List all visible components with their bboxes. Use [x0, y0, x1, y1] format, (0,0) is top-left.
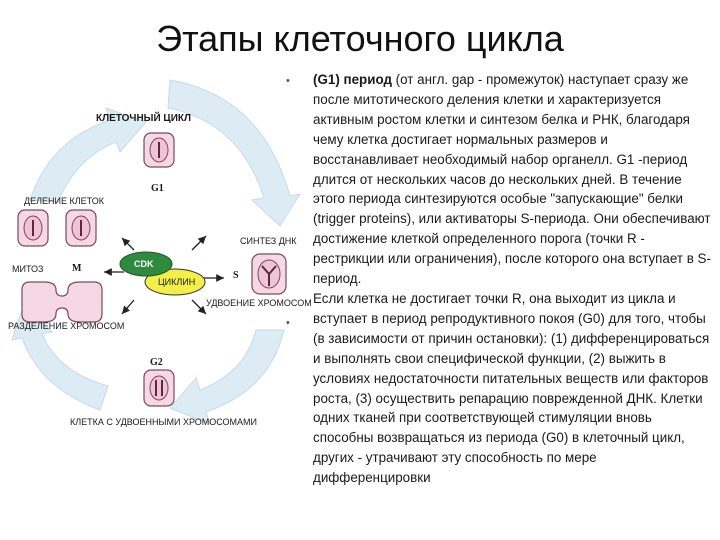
control-arrow-s [191, 235, 207, 251]
cyclin-label: ЦИКЛИН [158, 277, 195, 287]
doubled-chromosomes-cell-label: КЛЕТКА С УДВОЕННЫМИ ХРОМОСОМАМИ [70, 417, 257, 427]
cycle-title-label: КЛЕТОЧНЫЙ ЦИКЛ [96, 111, 191, 124]
mitosis-label: МИТОЗ [12, 264, 44, 274]
bullet-2: • [286, 317, 290, 329]
g1-description: (от англ. gap - промежуток) наступает ср… [313, 72, 711, 287]
phase-m-label: M [72, 263, 82, 274]
cell-division [17, 209, 49, 247]
phase-g2-label: G2 [150, 357, 163, 368]
cyclin-complex: CDK ЦИКЛИН [119, 251, 206, 296]
cell-cycle-diagram: КЛЕТОЧНЫЙ ЦИКЛ ДЕЛЕНИЕ КЛЕТОК МИТОЗ M РА… [8, 75, 312, 427]
control-arrow-m [121, 237, 135, 251]
cell-division-label: ДЕЛЕНИЕ КЛЕТОК [24, 196, 105, 206]
cycle-arrow-left [29, 107, 147, 203]
cycle-arrow-right [169, 329, 285, 425]
cell-division-2 [65, 209, 97, 247]
control-arrow-g1 [191, 299, 207, 315]
cdk-label: CDK [134, 259, 154, 269]
cell-g1 [143, 132, 175, 168]
chromosome-separation-label: РАЗДЕЛЕНИЕ ХРОМОСОМ [8, 321, 124, 331]
cell-s [251, 253, 287, 295]
cycle-arrow-top [167, 79, 302, 227]
paragraph-r-point: Если клетка не достигает точки R, она вы… [313, 290, 710, 486]
chromosome-doubling-label: УДВОЕНИЕ ХРОМОСОМ [206, 298, 312, 308]
paragraph-g1: (G1) период (от англ. gap - промежуток) … [313, 70, 713, 289]
slide-title: Этапы клеточного цикла [156, 18, 564, 59]
control-arrow-g2 [121, 299, 135, 315]
cell-g2 [143, 369, 175, 407]
dna-synthesis-label: СИНТЕЗ ДНК [240, 236, 297, 246]
g1-term: (G1) период [313, 72, 392, 87]
description-text: (G1) период (от англ. gap - промежуток) … [313, 70, 713, 488]
phase-s-label: S [233, 270, 239, 281]
phase-g1-label: G1 [151, 183, 164, 194]
cell-mitosis [21, 281, 103, 323]
bullet-1: • [286, 75, 290, 87]
